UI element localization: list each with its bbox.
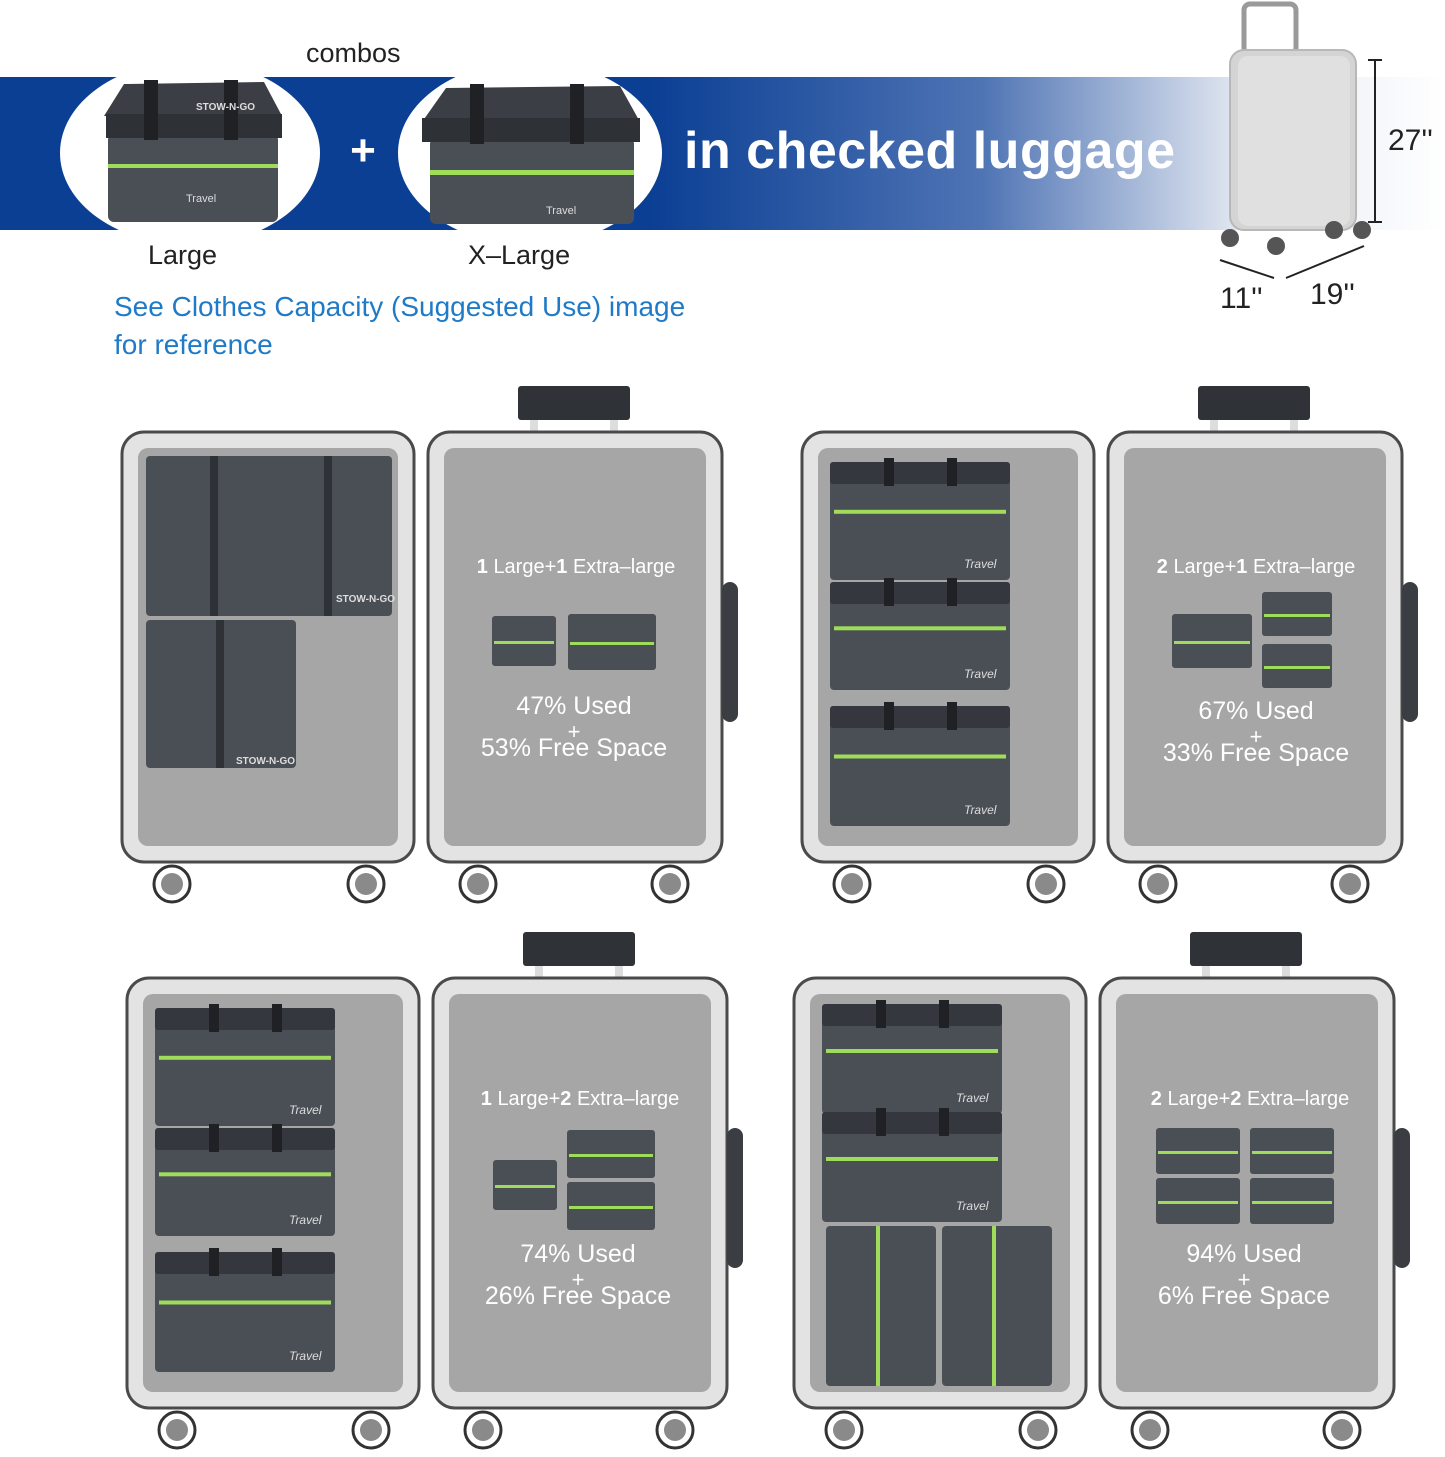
green-stripe — [159, 1172, 331, 1177]
panel-4-free: 6% Free Space — [1157, 1282, 1331, 1310]
folded-cube — [146, 456, 392, 616]
large-bag-image: STOW-N-GO Travel — [104, 80, 282, 222]
combo-end: Extra–large — [572, 556, 676, 578]
combo-num-1: 2 — [1156, 556, 1168, 578]
panel-3-used: 74% Used — [520, 1240, 636, 1268]
green-stripe — [826, 1157, 998, 1161]
panel-3-plus: + — [571, 1267, 585, 1292]
reference-note: See Clothes Capacity (Suggested Use) ima… — [114, 288, 834, 364]
green-stripe — [834, 626, 1006, 631]
green-stripe — [834, 754, 1006, 759]
green-stripe — [826, 1049, 998, 1053]
combo-num-1: 1 — [476, 556, 488, 578]
width-dimension: 19'' — [1310, 278, 1355, 311]
packing-cube — [830, 716, 1010, 826]
panel-4-used: 94% Used — [1186, 1240, 1302, 1268]
large-label: Large — [148, 240, 218, 270]
combo-mid: Large+ — [497, 1088, 561, 1110]
panel-4-plus: + — [1237, 1267, 1251, 1292]
panel-2-combo: 2 Large+1 Extra–large — [1116, 556, 1396, 579]
height-dimension: 27'' — [1388, 124, 1433, 157]
packing-cube — [822, 1122, 1002, 1222]
svg-text:Travel: Travel — [186, 193, 216, 205]
bag-brand-label: STOW-N-GO — [236, 756, 295, 767]
bag-brand-label: Travel — [289, 1349, 322, 1363]
panel-2-used: 67% Used — [1198, 697, 1314, 725]
panel-3-combo: 1 Large+2 Extra–large — [440, 1088, 720, 1111]
combo-end: Extra–large — [1246, 1088, 1350, 1110]
bag-brand-label: Travel — [964, 557, 997, 571]
combo-num-1: 1 — [480, 1088, 492, 1110]
combo-mid: Large+ — [1173, 556, 1237, 578]
packing-cube — [830, 592, 1010, 690]
green-stripe — [159, 1055, 331, 1060]
combo-num-2: 1 — [556, 556, 568, 578]
combo-end: Extra–large — [1252, 556, 1356, 578]
bag-brand-label: Travel — [289, 1213, 322, 1227]
luggage-dimension-icon — [1219, 1, 1382, 279]
panel-4-combo: 2 Large+2 Extra–large — [1110, 1088, 1390, 1111]
combo-panel-1: STOW-N-GO STOW-N-GO — [120, 386, 745, 911]
packing-cube — [155, 1018, 335, 1126]
packing-cube — [155, 1138, 335, 1236]
xlarge-label: X–Large — [468, 240, 571, 270]
bag-brand-label: Travel — [956, 1199, 989, 1213]
combo-mid: Large+ — [493, 556, 557, 578]
combos-label: combos — [306, 38, 401, 68]
green-stripe — [159, 1300, 331, 1305]
packing-cube — [826, 1226, 936, 1386]
combo-num-2: 1 — [1236, 556, 1248, 578]
plus-sign: + — [350, 126, 376, 175]
svg-text:Travel: Travel — [546, 205, 576, 217]
combo-end: Extra–large — [576, 1088, 680, 1110]
depth-dimension: 11'' — [1220, 282, 1263, 315]
combo-num-2: 2 — [1230, 1088, 1242, 1110]
packing-cube — [822, 1014, 1002, 1114]
combo-mid: Large+ — [1167, 1088, 1231, 1110]
packing-cube — [942, 1226, 1052, 1386]
panel-2-plus: + — [1249, 724, 1263, 749]
packing-cube — [155, 1262, 335, 1372]
suitcase-icon: STOW-N-GO STOW-N-GO — [120, 386, 738, 904]
packing-cube — [830, 472, 1010, 580]
handle — [1190, 932, 1302, 966]
green-stripe — [834, 509, 1006, 514]
handle — [523, 932, 635, 966]
panel-3-free: 26% Free Space — [484, 1282, 672, 1310]
handle — [1198, 386, 1310, 420]
panel-1-free: 53% Free Space — [480, 734, 668, 762]
xlarge-bag-image: Travel — [422, 84, 640, 224]
handle — [518, 386, 630, 420]
bag-brand-label: STOW-N-GO — [336, 594, 395, 605]
headline: in checked luggage — [684, 122, 1176, 180]
bag-brand-label: STOW-N-GO — [196, 102, 255, 113]
bag-brand-label: Travel — [964, 667, 997, 681]
reference-line-1: See Clothes Capacity (Suggested Use) ima… — [114, 291, 686, 322]
bag-brand-label: Travel — [956, 1091, 989, 1105]
combo-num-2: 2 — [560, 1088, 572, 1110]
panel-1-plus: + — [567, 719, 581, 744]
panel-2-free: 33% Free Space — [1162, 739, 1350, 767]
panel-1-combo: 1 Large+1 Extra–large — [436, 556, 716, 579]
bag-brand-label: Travel — [289, 1103, 322, 1117]
bag-brand-label: Travel — [964, 803, 997, 817]
reference-line-2: for reference — [114, 329, 273, 360]
combo-num-1: 2 — [1150, 1088, 1162, 1110]
panel-1-used: 47% Used — [516, 692, 632, 720]
